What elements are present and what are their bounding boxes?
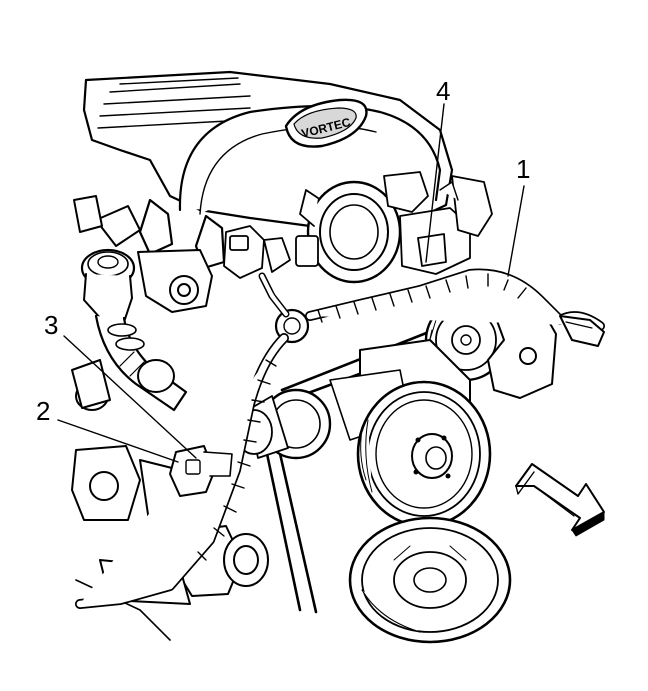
intake-sensor	[223, 225, 291, 279]
leader-line-1	[507, 185, 525, 277]
throttle-body	[295, 180, 402, 284]
leader-line-2	[57, 419, 179, 463]
callout-label-2: 2	[36, 396, 51, 426]
leader-line-3	[63, 335, 197, 459]
harness-clip	[169, 445, 233, 497]
front-direction-arrow	[515, 463, 605, 537]
callout-label-1: 1	[516, 154, 531, 184]
vortec-emblem: VORTEC	[284, 98, 368, 148]
rear-brackets	[383, 171, 493, 275]
thermostat-housing	[73, 195, 213, 313]
wiring-harness	[75, 268, 605, 609]
callout-label-4: 4	[436, 76, 451, 106]
water-pump-pulley	[356, 380, 492, 528]
leader-lines	[57, 103, 525, 463]
callout-label-3: 3	[44, 310, 59, 340]
alternator-bracket	[475, 303, 559, 399]
crankshaft-pulley	[348, 516, 512, 644]
leader-line-4	[425, 103, 445, 263]
